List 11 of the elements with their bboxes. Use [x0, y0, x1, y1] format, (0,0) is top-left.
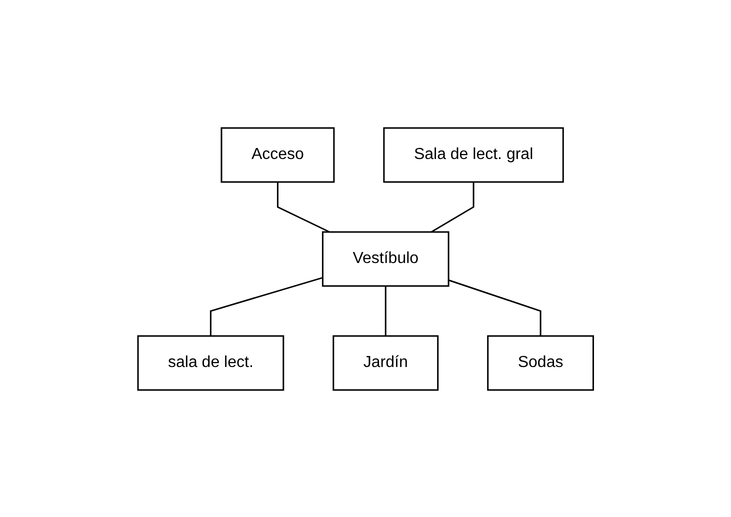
node-box: Sodas	[486, 334, 594, 390]
node-box: Vestíbulo	[322, 230, 450, 286]
node-box: Jardín	[332, 334, 438, 390]
connector	[384, 286, 386, 336]
node-box: sala de lect.	[137, 334, 284, 390]
node-box: Sala de lect. gral	[383, 126, 564, 182]
node-box: Acceso	[220, 126, 335, 182]
connector	[276, 182, 330, 232]
connector	[448, 278, 542, 336]
connector	[210, 276, 323, 336]
connector	[430, 182, 474, 232]
